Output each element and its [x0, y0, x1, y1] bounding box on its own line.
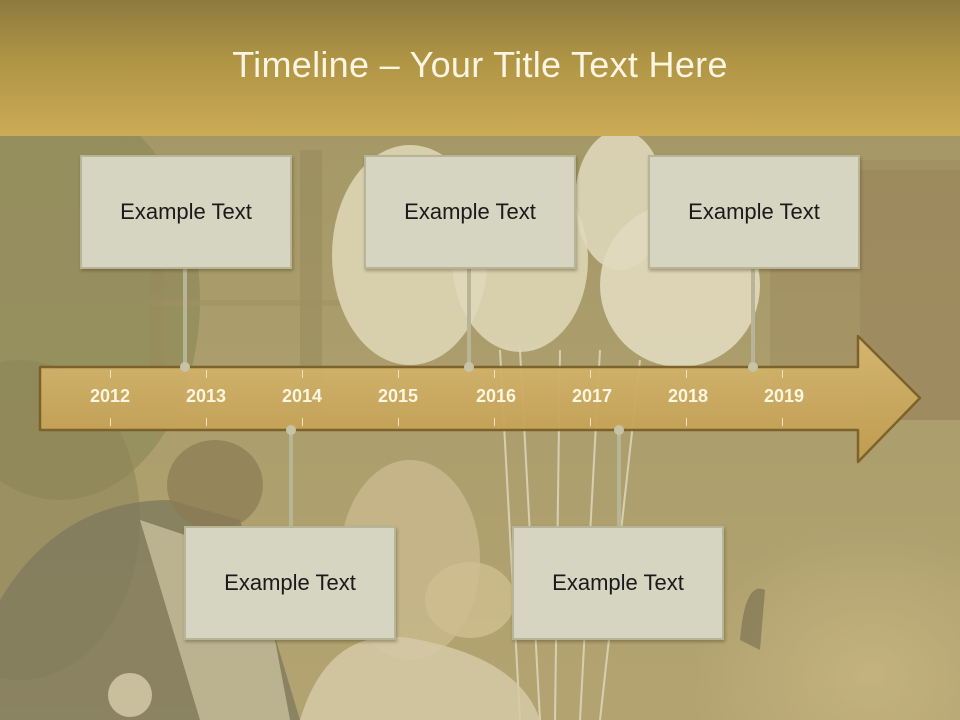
year-label-2014: 2014: [281, 386, 323, 406]
connector-line: [617, 430, 621, 526]
tick-mark: [782, 370, 783, 378]
connector-line: [751, 268, 755, 366]
year-label-2018: 2018: [667, 386, 709, 406]
connector-dot: [614, 425, 624, 435]
connector-dot: [748, 362, 758, 372]
tick-mark: [686, 418, 687, 426]
connector-dot: [286, 425, 296, 435]
tick-mark: [590, 370, 591, 378]
year-label-2017: 2017: [571, 386, 613, 406]
event-box-top-2: Example Text: [364, 155, 576, 269]
connector-dot: [464, 362, 474, 372]
year-label-2012: 2012: [89, 386, 131, 406]
year-label-2019: 2019: [763, 386, 805, 406]
event-box-bottom-1: Example Text: [184, 526, 396, 640]
tick-mark: [590, 418, 591, 426]
tick-mark: [782, 418, 783, 426]
tick-mark: [110, 370, 111, 378]
tick-mark: [302, 418, 303, 426]
event-box-bottom-2: Example Text: [512, 526, 724, 640]
tick-mark: [302, 370, 303, 378]
tick-mark: [398, 370, 399, 378]
event-box-top-1: Example Text: [80, 155, 292, 269]
tick-mark: [494, 370, 495, 378]
connector-line: [183, 268, 187, 366]
tick-mark: [206, 370, 207, 378]
connector-line: [289, 430, 293, 526]
year-label-2013: 2013: [185, 386, 227, 406]
connector-dot: [180, 362, 190, 372]
tick-mark: [398, 418, 399, 426]
tick-mark: [110, 418, 111, 426]
year-label-2015: 2015: [377, 386, 419, 406]
title-band: [0, 0, 960, 136]
event-box-top-3: Example Text: [648, 155, 860, 269]
connector-line: [467, 268, 471, 366]
tick-mark: [494, 418, 495, 426]
tick-mark: [686, 370, 687, 378]
year-label-2016: 2016: [475, 386, 517, 406]
slide-title: Timeline – Your Title Text Here: [232, 44, 728, 85]
tick-mark: [206, 418, 207, 426]
